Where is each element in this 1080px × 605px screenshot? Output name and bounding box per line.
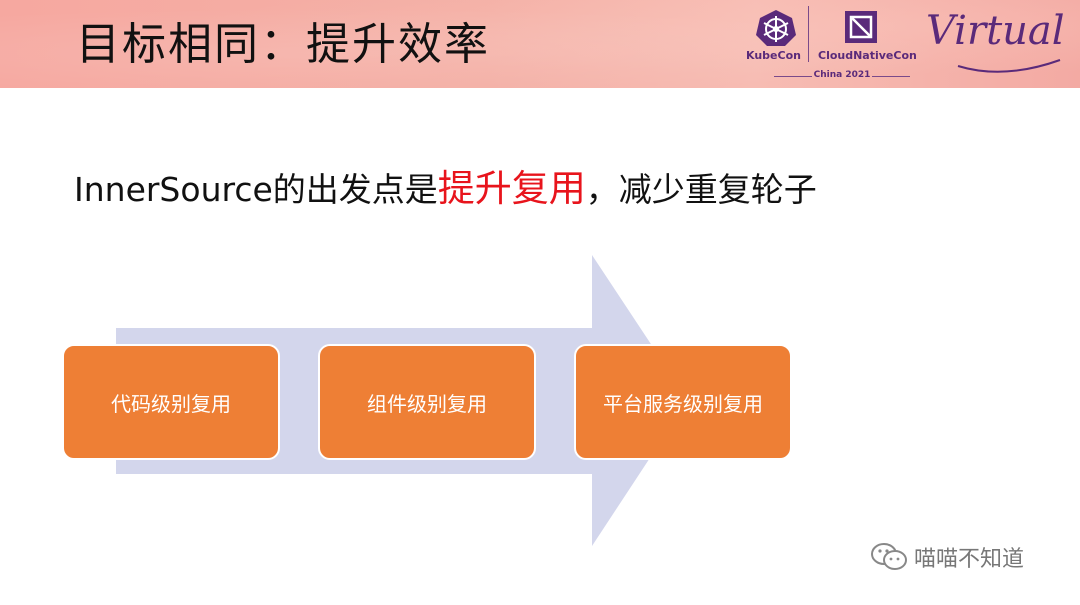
event-edition: China 2021 (774, 70, 910, 80)
virtual-logo-text: Virtual (926, 8, 1065, 54)
stage-box-platform: 平台服务级别复用 (574, 344, 792, 460)
logo-divider (808, 6, 809, 62)
cncf-icon (845, 11, 877, 43)
kubernetes-helm-icon (756, 10, 796, 46)
watermark-text: 喵喵不知道 (914, 547, 1025, 572)
event-logos: KubeCon CloudNativeCon China 2021 Virtua… (740, 4, 1080, 86)
slide-subtitle: InnerSource的出发点是提升复用，减少重复轮子 (74, 158, 817, 212)
kubecon-logo-text: KubeCon (746, 49, 801, 62)
subtitle-prefix: InnerSource的出发点是 (74, 170, 438, 209)
header-banner (0, 0, 1080, 88)
wechat-watermark: 喵喵不知道 (870, 540, 1024, 574)
subtitle-highlight: 提升复用 (437, 167, 586, 210)
stage-box-code: 代码级别复用 (62, 344, 280, 460)
stage-label: 平台服务级别复用 (603, 391, 763, 416)
cncf-logo-text: CloudNativeCon (818, 49, 917, 62)
stage-label: 组件级别复用 (367, 391, 487, 416)
page-title: 目标相同：提升效率 (76, 19, 490, 70)
stage-box-component: 组件级别复用 (318, 344, 536, 460)
virtual-swoosh-icon (957, 59, 1061, 73)
wechat-icon (871, 543, 907, 570)
subtitle-suffix: ，减少重复轮子 (585, 170, 817, 209)
stage-label: 代码级别复用 (111, 391, 231, 416)
